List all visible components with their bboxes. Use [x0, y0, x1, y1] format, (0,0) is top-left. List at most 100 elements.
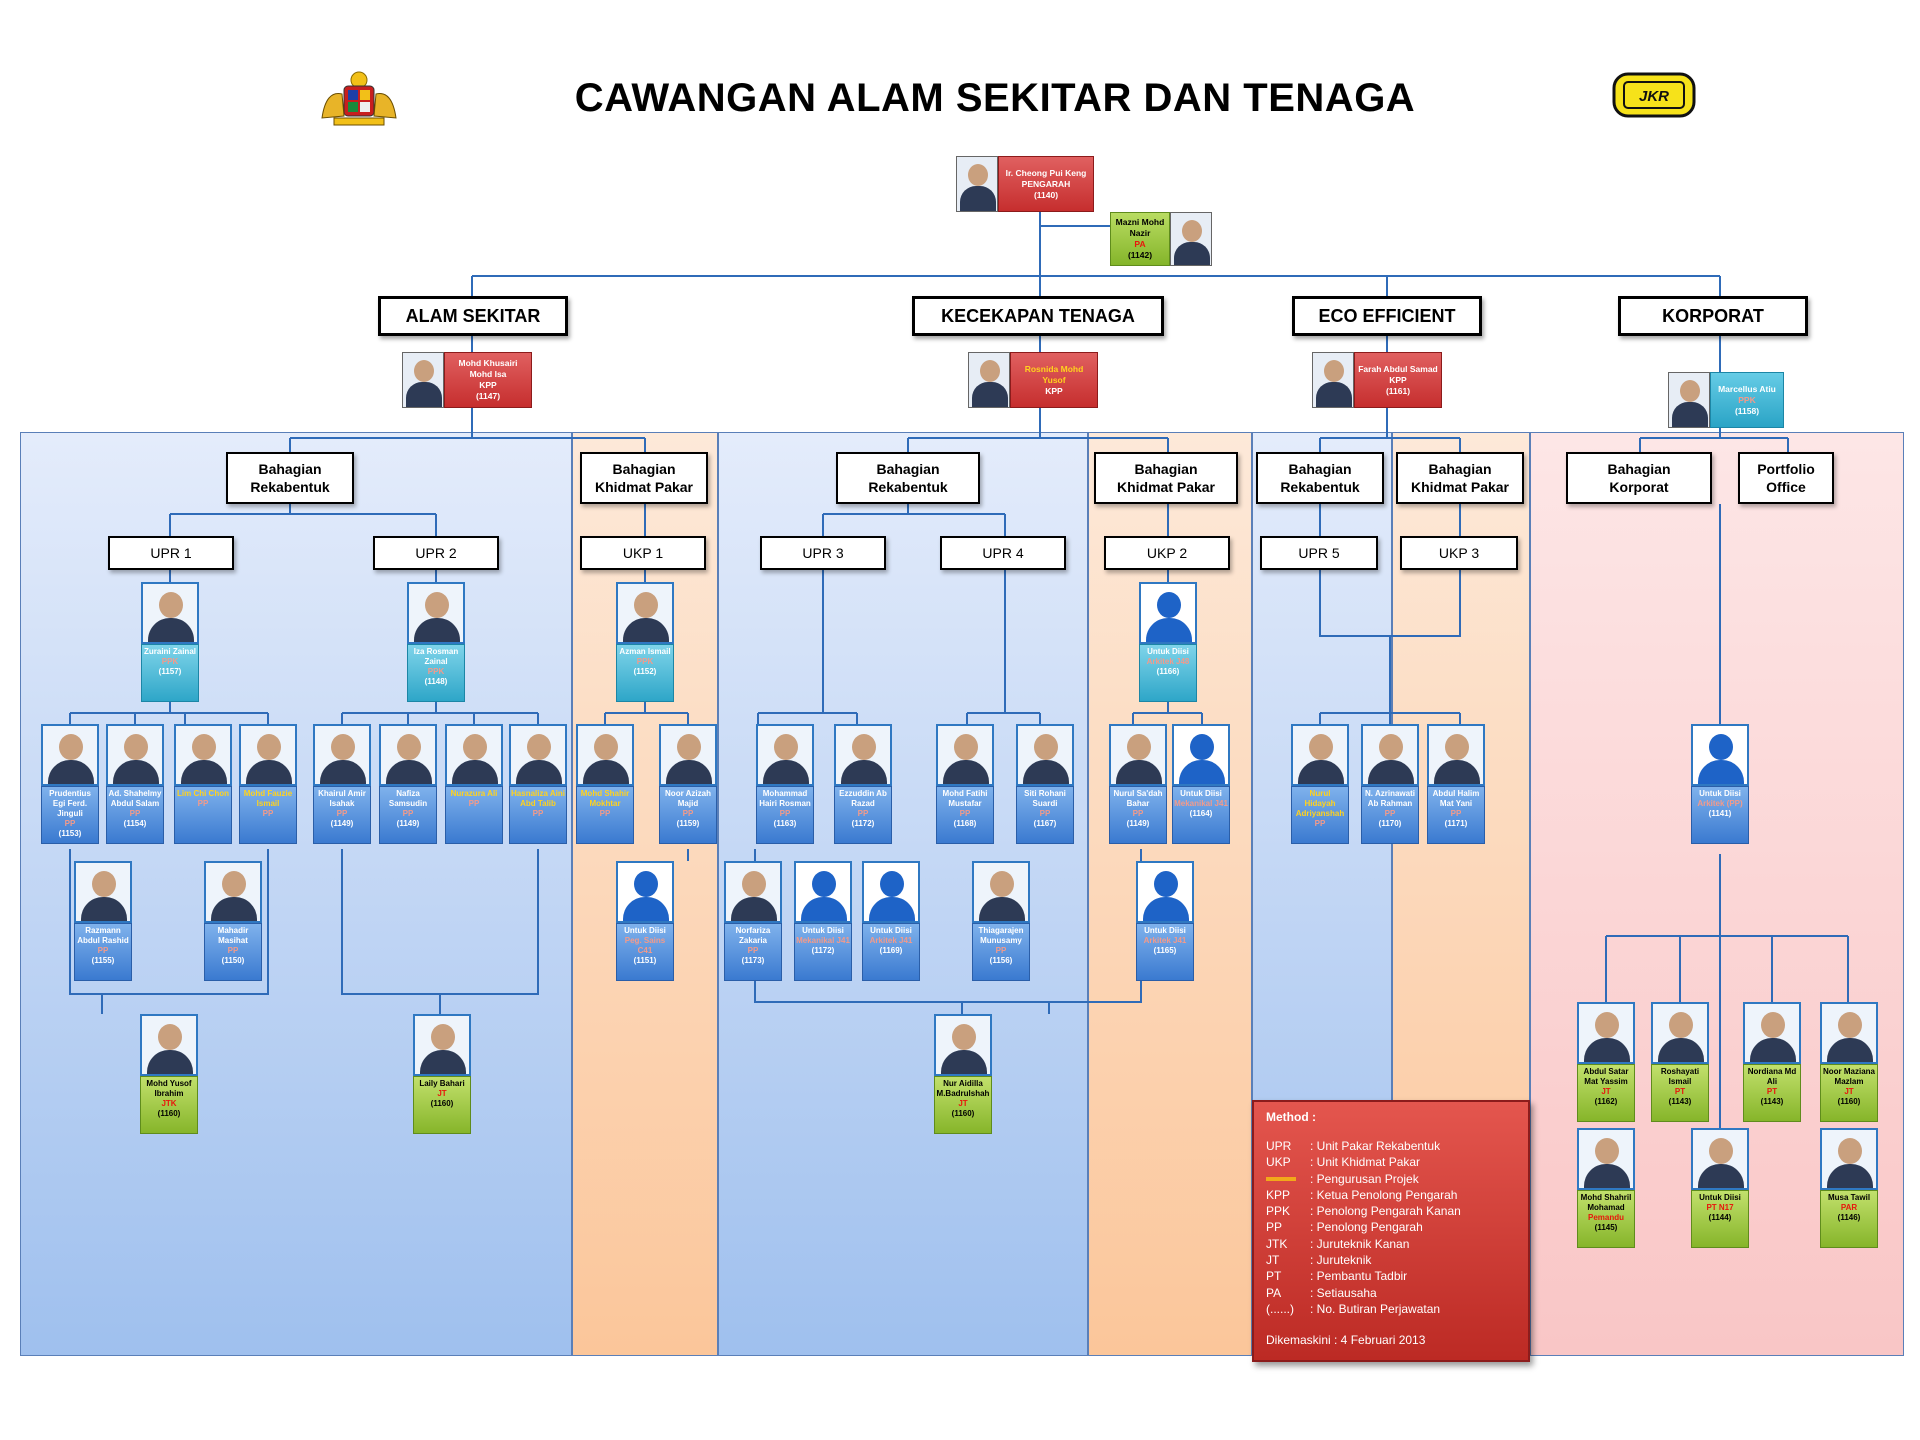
staff-position: PP [227, 946, 239, 955]
staff-name: Lim Chi Chon [177, 789, 229, 798]
staff-code: (1146) [1837, 1213, 1861, 1222]
avatar [934, 1014, 992, 1076]
staff-position: PT N17 [1706, 1203, 1734, 1212]
staff-code: (1168) [953, 819, 977, 828]
staff-code: (1144) [1708, 1213, 1732, 1222]
staff-name: Siti Rohani Suardi [1024, 789, 1066, 808]
staff-code: (1149) [396, 819, 420, 828]
staff-code: (1152) [633, 667, 657, 676]
avatar [834, 724, 892, 786]
staff-name: Untuk Diisi [870, 926, 912, 935]
jkr-logo-icon: JKR [1612, 70, 1696, 120]
section-box: Bahagian Khidmat Pakar [580, 452, 708, 504]
staff-code: (1173) [741, 956, 765, 965]
staff-position: PT [1766, 1087, 1778, 1096]
avatar [1577, 1128, 1635, 1190]
section-box: Bahagian Khidmat Pakar [1396, 452, 1524, 504]
staff-code: (1154) [123, 819, 147, 828]
director-code: (1140) [1033, 189, 1059, 200]
staff-name: Noor Azizah Majid [665, 789, 711, 808]
unit-box: UKP 1 [580, 536, 706, 570]
staff-position: JT [437, 1089, 447, 1098]
staff-code: (1172) [811, 946, 835, 955]
staff-name: Nurul Sa'dah Bahar [1113, 789, 1163, 808]
unit-box: UPR 2 [373, 536, 499, 570]
staff-position: Arkitek J41 [869, 936, 913, 945]
staff-position: PP [959, 809, 971, 818]
staff-name: Mohd Shahril Mohamad [1580, 1193, 1632, 1212]
avatar [1172, 724, 1230, 786]
avatar [313, 724, 371, 786]
avatar [972, 861, 1030, 923]
avatar [402, 352, 444, 408]
staff-code: (1145) [1594, 1223, 1618, 1232]
project-management-marker [1266, 1176, 1296, 1181]
unit-box: UPR 5 [1260, 536, 1378, 570]
staff-position: PP [599, 809, 611, 818]
staff-position: PP [64, 819, 76, 828]
avatar [1691, 724, 1749, 786]
staff-code: (1170) [1378, 819, 1402, 828]
staff-code: (1143) [1760, 1097, 1784, 1106]
staff-name: Untuk Diisi [1144, 926, 1186, 935]
avatar [1016, 724, 1074, 786]
staff-name: Untuk Diisi [624, 926, 666, 935]
staff-code: (1153) [58, 829, 82, 838]
staff-name: Prudentius Egi Ferd. Jinguli [49, 789, 91, 818]
avatar [576, 724, 634, 786]
staff-code: (1149) [1126, 819, 1150, 828]
staff-position: JTK [161, 1099, 177, 1108]
director-name: Ir. Cheong Pui Keng [1005, 167, 1087, 178]
staff-name: Norfariza Zakaria [735, 926, 771, 945]
staff-name: Azman Ismail [619, 647, 671, 656]
staff-code: (1160) [430, 1099, 454, 1108]
staff-name: Hasnaliza Aini Abd Talib [511, 789, 565, 808]
head-alam-sekitar: Mohd Khusairi Mohd Isa KPP (1147) [402, 352, 532, 408]
avatar [1139, 582, 1197, 644]
staff-name: Ad. Shahelmy Abdul Salam [108, 789, 162, 808]
staff-name: Mohd Fatihi Mustafar [942, 789, 988, 808]
staff-code: (1163) [773, 819, 797, 828]
staff-name: Untuk Diisi [802, 926, 844, 935]
staff-code: (1160) [1837, 1097, 1861, 1106]
avatar [141, 582, 199, 644]
staff-name: Nur Aidilla M.Badrulshah [936, 1079, 990, 1098]
section-box: Bahagian Rekabentuk [226, 452, 354, 504]
staff-name: Nordiana Md Ali [1747, 1067, 1797, 1086]
avatar [1136, 861, 1194, 923]
staff-code: (1166) [1156, 667, 1180, 676]
avatar [1427, 724, 1485, 786]
legend-title: Method : [1266, 1110, 1316, 1124]
avatar [379, 724, 437, 786]
section-box: Bahagian Khidmat Pakar [1094, 452, 1238, 504]
staff-code: (1157) [158, 667, 182, 676]
avatar [239, 724, 297, 786]
unit-box: UKP 3 [1400, 536, 1518, 570]
staff-position: Mekanikal J41 [1174, 799, 1228, 808]
staff-name: Mohd Shahir Mokhtar [580, 789, 630, 808]
page-title: CAWANGAN ALAM SEKITAR DAN TENAGA [574, 76, 1416, 120]
staff-position: JT [958, 1099, 968, 1108]
staff-name: Mahadir Masihat [217, 926, 249, 945]
staff-name: Nafiza Samsudin [388, 789, 428, 808]
staff-name: Nurazura Ali [450, 789, 498, 798]
section-box: Bahagian Korporat [1566, 452, 1712, 504]
avatar [74, 861, 132, 923]
avatar [724, 861, 782, 923]
